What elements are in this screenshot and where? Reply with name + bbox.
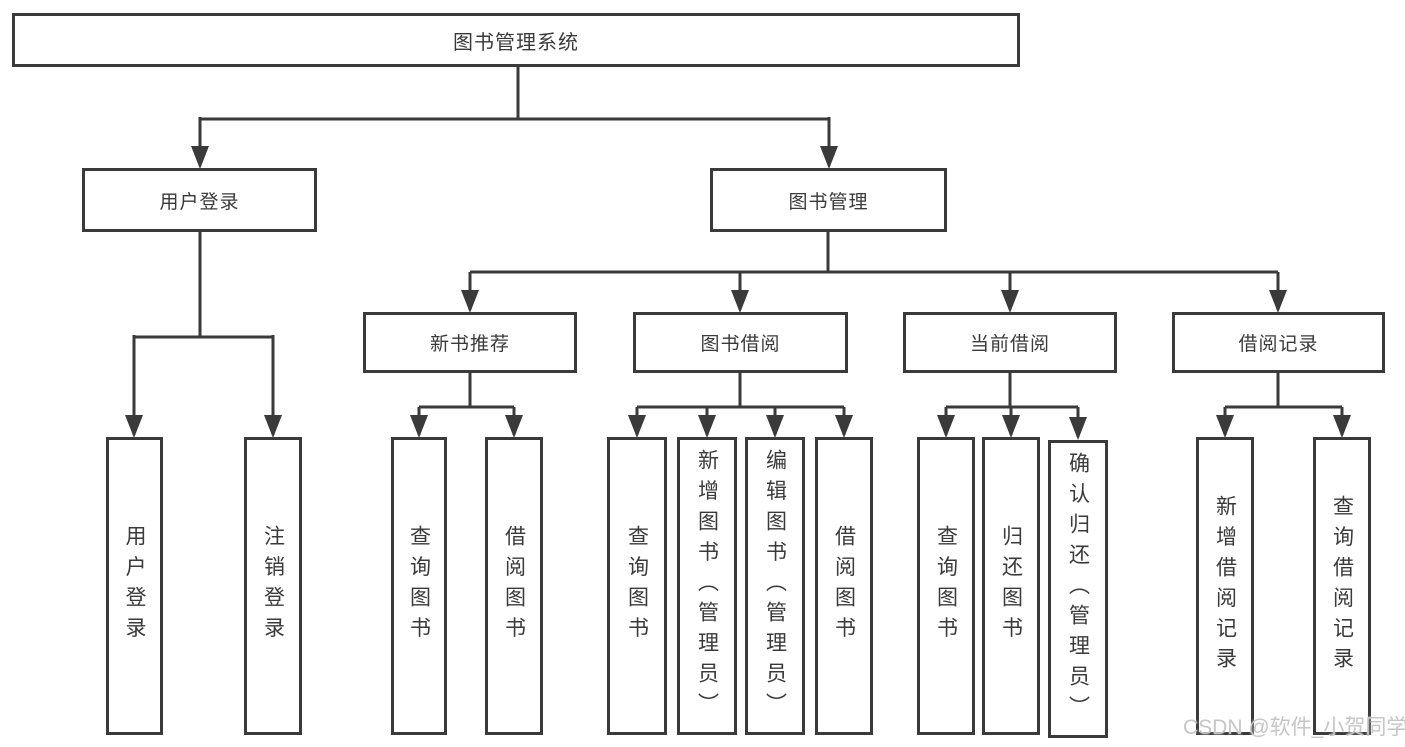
leaf-logout: 注销登录: [244, 437, 302, 735]
node-label: 新增借阅记录: [1213, 494, 1237, 678]
node-current-borrow: 当前借阅: [903, 312, 1117, 373]
leaf-add-books-admin: 新增图书（管理员）: [677, 437, 737, 735]
node-label: 图书借阅: [700, 334, 781, 355]
arrowhead-icons: [125, 146, 1351, 440]
leaf-return-books: 归还图书: [982, 437, 1040, 735]
csdn-watermark: CSDN @软件_小贺同学: [1183, 716, 1405, 739]
node-book-borrow: 图书借阅: [633, 312, 848, 373]
leaf-query-books-current: 查询图书: [917, 437, 975, 735]
node-label: 查询图书: [407, 525, 431, 647]
node-label: 借阅图书: [502, 525, 526, 647]
node-label: 查询图书: [625, 525, 649, 647]
node-new-book-recommend: 新书推荐: [363, 312, 577, 373]
node-label: 新书推荐: [429, 334, 510, 355]
node-label: 归还图书: [999, 525, 1023, 647]
node-label: 借阅记录: [1238, 334, 1319, 355]
node-label: 图书管理: [788, 191, 869, 213]
node-label: 查询借阅记录: [1330, 494, 1354, 678]
leaf-borrow-books-recommend: 借阅图书: [485, 437, 543, 735]
leaf-borrow-books: 借阅图书: [815, 437, 873, 735]
node-borrow-records: 借阅记录: [1172, 312, 1385, 373]
leaf-user-login: 用户登录: [106, 437, 163, 735]
node-root-system: 图书管理系统: [12, 13, 1020, 67]
leaf-add-borrow-record: 新增借阅记录: [1196, 437, 1254, 735]
node-label: 图书管理系统: [453, 31, 579, 54]
node-label: 确认归还（管理员）: [1066, 451, 1090, 727]
leaf-query-borrow-record: 查询借阅记录: [1313, 437, 1371, 735]
node-label: 查询图书: [934, 525, 958, 647]
node-book-management: 图书管理: [710, 168, 947, 232]
node-label: 注销登录: [261, 525, 285, 647]
node-label: 新增图书（管理员）: [695, 448, 719, 724]
node-label: 编辑图书（管理员）: [763, 448, 787, 724]
leaf-edit-books-admin: 编辑图书（管理员）: [745, 437, 805, 735]
node-label: 借阅图书: [832, 525, 856, 647]
leaf-query-books: 查询图书: [607, 437, 667, 735]
leaf-query-books-recommend: 查询图书: [391, 437, 447, 735]
node-label: 用户登录: [159, 191, 240, 213]
leaf-confirm-return-admin: 确认归还（管理员）: [1048, 440, 1108, 738]
node-user-login: 用户登录: [82, 168, 317, 232]
node-label: 用户登录: [123, 525, 146, 647]
node-label: 当前借阅: [969, 334, 1050, 355]
